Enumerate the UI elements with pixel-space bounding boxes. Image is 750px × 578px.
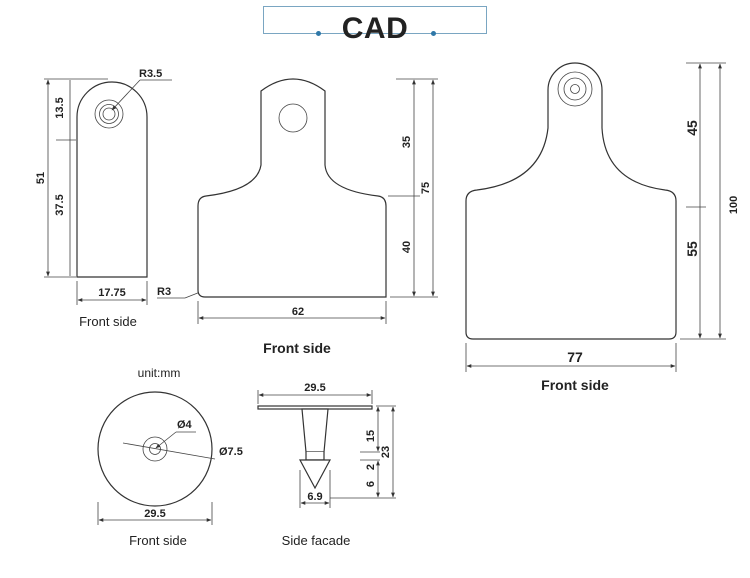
- large-tag-height-lower: 55: [684, 241, 700, 257]
- small-tag-height-lower: 37.5: [54, 194, 66, 215]
- small-tag-height-top: 13.5: [54, 97, 66, 118]
- round-tag-boss-diameter: Ø7.5: [219, 446, 243, 458]
- medium-tag-height-total: 75: [420, 182, 432, 194]
- side-view-tip-diameter: 6.9: [307, 491, 322, 503]
- r35-leader: [111, 79, 141, 111]
- medium-tag-height-lower: 40: [401, 241, 413, 253]
- small-tag-radius-top: R3.5: [139, 68, 162, 80]
- side-view-tip: [298, 459, 332, 490]
- side-view-neck-height: 2: [365, 464, 377, 470]
- unit-note: unit:mm: [138, 366, 181, 380]
- small-tag-outline: [76, 81, 148, 278]
- small-tag-caption: Front side: [79, 314, 137, 329]
- side-view-drawing: 29.5 15 23 2 6 6.9 Side facade: [257, 382, 396, 548]
- title-rule-right: [438, 33, 482, 34]
- side-view-width: 29.5: [304, 382, 325, 394]
- page-title: CAD: [341, 12, 409, 45]
- large-tag-width: 77: [567, 349, 583, 365]
- medium-tag-height-upper: 35: [401, 136, 413, 148]
- large-tag-outline: [465, 62, 677, 340]
- round-tag-drawing: unit:mm Ø4 Ø7.5 29.5 Front side: [97, 366, 243, 548]
- round-tag-diameter: 29.5: [144, 508, 165, 520]
- title-rule-left: [268, 33, 314, 34]
- round-tag-outline: [97, 391, 213, 507]
- title-frame: [263, 6, 487, 34]
- large-tag-height-upper: 45: [684, 120, 700, 136]
- title-dot-left: [316, 31, 321, 36]
- side-view-total-height: 23: [380, 446, 392, 458]
- round-tag-caption: Front side: [129, 533, 187, 548]
- d75-leader: [122, 442, 216, 460]
- medium-tag-drawing: 35 75 40 62 Front side: [197, 78, 438, 356]
- small-tag-height-total: 51: [35, 172, 47, 184]
- large-tag-drawing: 45 100 55 77 Front side: [465, 62, 740, 393]
- side-view-pin: [301, 408, 329, 453]
- round-tag-hole-diameter: Ø4: [177, 419, 193, 431]
- large-tag-height-total: 100: [728, 196, 740, 214]
- side-view-tip-height: 6: [365, 481, 377, 487]
- medium-tag-width: 62: [292, 306, 304, 318]
- large-tag-caption: Front side: [541, 377, 609, 393]
- side-view-pin-height: 15: [365, 430, 377, 442]
- side-view-caption: Side facade: [282, 533, 351, 548]
- small-tag-width: 17.75: [98, 287, 126, 299]
- medium-tag-caption: Front side: [263, 340, 331, 356]
- title-dot-right: [431, 31, 436, 36]
- small-tag-drawing: R3.5 13.5 51 37.5 17.75 R3 Front side: [35, 68, 214, 329]
- medium-tag-outline: [197, 78, 387, 298]
- d4-leader: [155, 431, 177, 449]
- small-tag-corner-radius: R3: [157, 286, 171, 298]
